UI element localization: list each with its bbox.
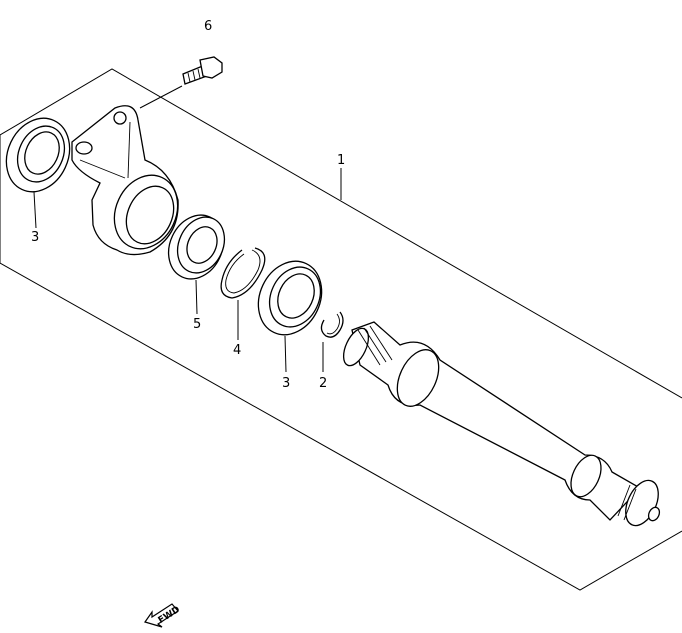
callout-bolt: 6 [204, 19, 212, 34]
forward-arrow-icon: FWD [144, 603, 182, 628]
bracket-housing-part [71, 105, 179, 256]
bearing-part [167, 214, 226, 315]
callout-assembly: 1 [337, 153, 345, 168]
assembly-outline [0, 68, 682, 591]
oil-seal-left-part [5, 117, 71, 229]
callout-seal-left: 3 [31, 230, 39, 245]
circlip-small-part [320, 311, 344, 372]
oil-seal-right-part [257, 260, 323, 373]
circlip-large-part [220, 247, 266, 340]
callout-seal-right: 3 [282, 376, 290, 391]
callout-circlip-large: 4 [233, 343, 241, 358]
drive-shaft-part [342, 321, 661, 527]
callout-circlip-small: 2 [319, 376, 327, 391]
callout-bearing: 5 [193, 317, 201, 332]
bolt-part [139, 56, 223, 109]
